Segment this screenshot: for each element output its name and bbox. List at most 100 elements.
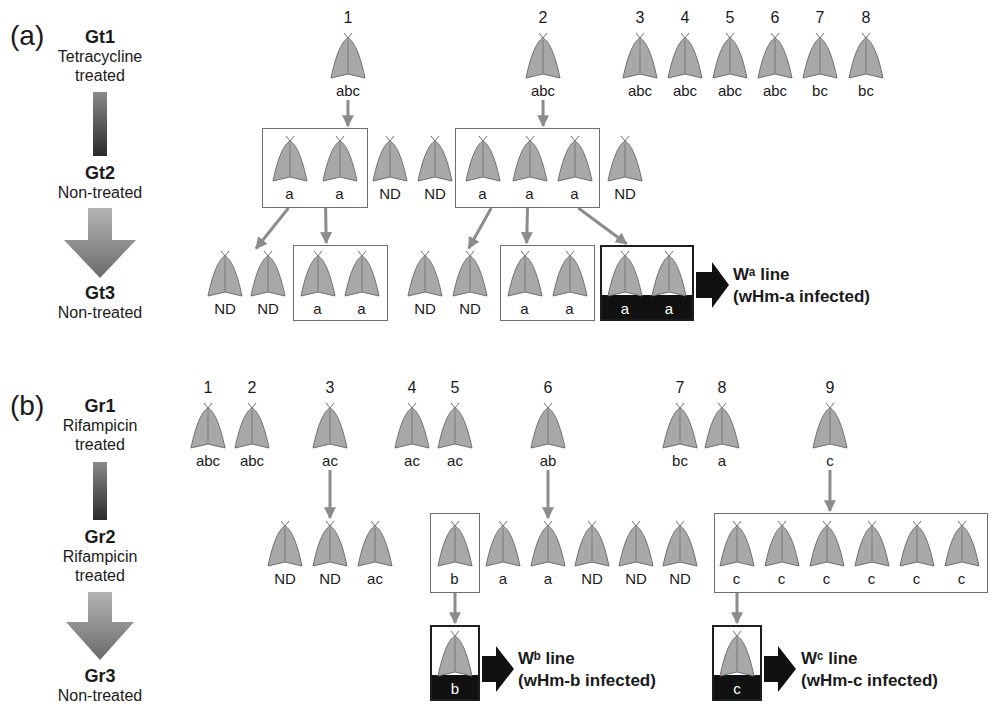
moth-shape (433, 402, 477, 450)
moth-wings (235, 408, 269, 448)
moth-midline (775, 40, 776, 74)
generation-label: Gt2 (40, 162, 160, 184)
generation-label: Gr3 (40, 665, 160, 687)
group-box: cccccc (714, 513, 988, 593)
moth-shape (390, 402, 434, 450)
infection-label: ND (614, 185, 636, 203)
infection-label: abc (196, 452, 220, 470)
infection-label: a (570, 185, 578, 203)
moth-wings (408, 256, 442, 296)
moth-icon: ND (246, 250, 290, 318)
moth-icon: abc (186, 402, 230, 470)
moth-icon: a (603, 250, 647, 318)
moth-antennae (958, 521, 966, 526)
moth-wings (765, 526, 799, 566)
moth-antennae (718, 403, 726, 408)
moth-midline (680, 528, 681, 562)
moth-antennae (571, 136, 579, 141)
moth-wings (810, 526, 844, 566)
infection-label: c (913, 570, 921, 588)
moth-midline (826, 528, 827, 562)
moth-shape (760, 520, 804, 568)
moth-icon: ND (308, 520, 352, 588)
moth-wings (466, 141, 500, 181)
infection-label: a (499, 570, 507, 588)
moth-icon: a (526, 520, 570, 588)
moth-wings (453, 256, 487, 296)
moth-midline (548, 410, 549, 444)
treatment-label: Rifampicin treated (40, 416, 160, 454)
moth-icon: a (508, 135, 552, 203)
infection-label: b (450, 570, 458, 588)
infection-label: a (525, 185, 533, 203)
moth-wings (513, 141, 547, 181)
moth-midline (330, 528, 331, 562)
moth-shape (368, 135, 412, 183)
infection-label: ac (322, 452, 338, 470)
lineage-arrow (324, 208, 328, 243)
moth-antennae (386, 136, 394, 141)
moth-shape (521, 32, 565, 80)
moth-wings (758, 38, 792, 78)
moth-wings (705, 408, 739, 448)
infection-label: ND (319, 570, 341, 588)
moth-antennae (451, 521, 459, 526)
infection-label: a (520, 300, 528, 318)
moth-midline (820, 40, 821, 74)
moth-midline (268, 258, 269, 292)
moth-midline (722, 410, 723, 444)
moth-midline (252, 410, 253, 444)
moth-midline (625, 258, 626, 292)
moth-antennae (544, 403, 552, 408)
moth-wings (652, 256, 686, 296)
moth-shape (663, 32, 707, 80)
generation-arrow (64, 208, 136, 278)
moth-icon: abc (753, 32, 797, 100)
moth-midline (529, 143, 530, 177)
moth-wings (438, 408, 472, 448)
moth-midline (574, 143, 575, 177)
group-box: aa (500, 245, 595, 321)
moth-icon: abc (708, 32, 752, 100)
infection-label: abc (763, 82, 787, 100)
moth-shape (318, 135, 362, 183)
moth-icon: ND (263, 520, 307, 588)
moth-midline (669, 258, 670, 292)
moth-midline (548, 528, 549, 562)
moth-midline (361, 258, 362, 292)
generation-label: Gr2 (40, 526, 160, 548)
moth-antennae (726, 33, 734, 38)
lineage-arrow (578, 208, 626, 244)
moth-icon: c (850, 520, 894, 588)
infection-label: bc (812, 82, 828, 100)
moth-shape (508, 135, 552, 183)
moth-antennae (771, 33, 779, 38)
infection-label: abc (718, 82, 742, 100)
moth-icon: c (940, 520, 984, 588)
moth-midline (543, 40, 544, 74)
moth-antennae (431, 136, 439, 141)
moth-icon: c (715, 520, 759, 588)
infection-label: ab (540, 452, 557, 470)
group-box: b (430, 513, 480, 593)
moth-wings (608, 141, 642, 181)
moth-wings (358, 526, 392, 566)
moth-wings (191, 408, 225, 448)
callout-number: 4 (397, 378, 427, 397)
callout-number: 6 (533, 378, 563, 397)
moth-shape (433, 630, 477, 678)
callout-number: 4 (670, 8, 700, 27)
moth-wings (855, 526, 889, 566)
moth-wings (608, 256, 642, 296)
moth-antennae (681, 33, 689, 38)
moth-antennae (636, 33, 644, 38)
treatment-label: Non-treated (40, 303, 160, 322)
moth-shape (296, 250, 340, 298)
infection-label: c (778, 570, 786, 588)
callout-number: 8 (707, 378, 737, 397)
moth-antennae (676, 521, 684, 526)
moth-icon: ND (603, 135, 647, 203)
panel-letter: (b) (10, 390, 44, 422)
